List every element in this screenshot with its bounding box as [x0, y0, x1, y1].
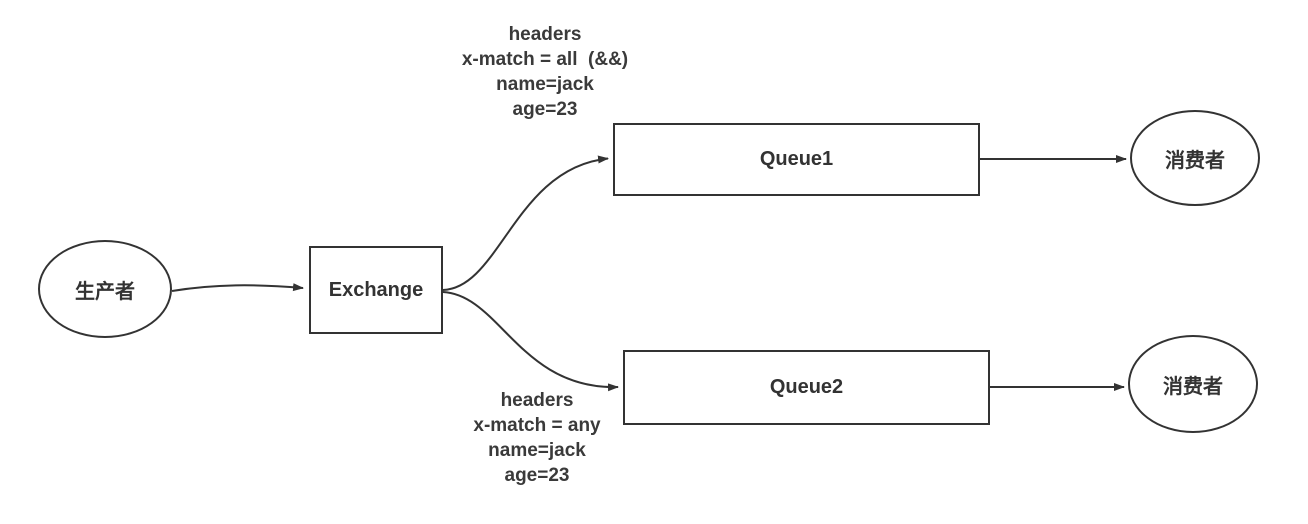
- binding-label-any-match: headers x-match = any name=jack age=23: [377, 388, 697, 488]
- node-consumer2-label: 消费者: [1163, 375, 1223, 398]
- binding-label-all-match: headers x-match = all (&&) name=jack age…: [385, 22, 705, 122]
- edge-exchange-queue2: [442, 291, 619, 392]
- binding-label-line: x-match = all (&&): [461, 49, 629, 70]
- node-exchange: Exchange: [309, 246, 443, 334]
- node-queue1: Queue1: [613, 123, 980, 196]
- node-producer: 生产者: [38, 240, 172, 338]
- node-queue1-label: Queue1: [759, 148, 834, 170]
- binding-label-line: x-match = any: [473, 415, 601, 436]
- node-consumer1: 消费者: [1130, 110, 1260, 206]
- binding-label-line: headers: [508, 24, 582, 45]
- node-queue2-label: Queue2: [769, 376, 844, 398]
- binding-label-line: headers: [500, 390, 574, 411]
- node-exchange-label: Exchange: [328, 278, 424, 301]
- node-producer-label: 生产者: [75, 280, 135, 303]
- edge-exchange-queue1: [442, 155, 609, 291]
- binding-label-line: name=jack: [488, 440, 586, 461]
- node-consumer1-label: 消费者: [1165, 149, 1225, 172]
- binding-label-line: age=23: [504, 465, 570, 486]
- node-queue2: Queue2: [623, 350, 990, 425]
- edge-producer-exchange: [171, 283, 304, 292]
- binding-label-line: name=jack: [496, 74, 594, 95]
- node-consumer2: 消费者: [1128, 335, 1258, 433]
- binding-label-line: age=23: [512, 99, 578, 120]
